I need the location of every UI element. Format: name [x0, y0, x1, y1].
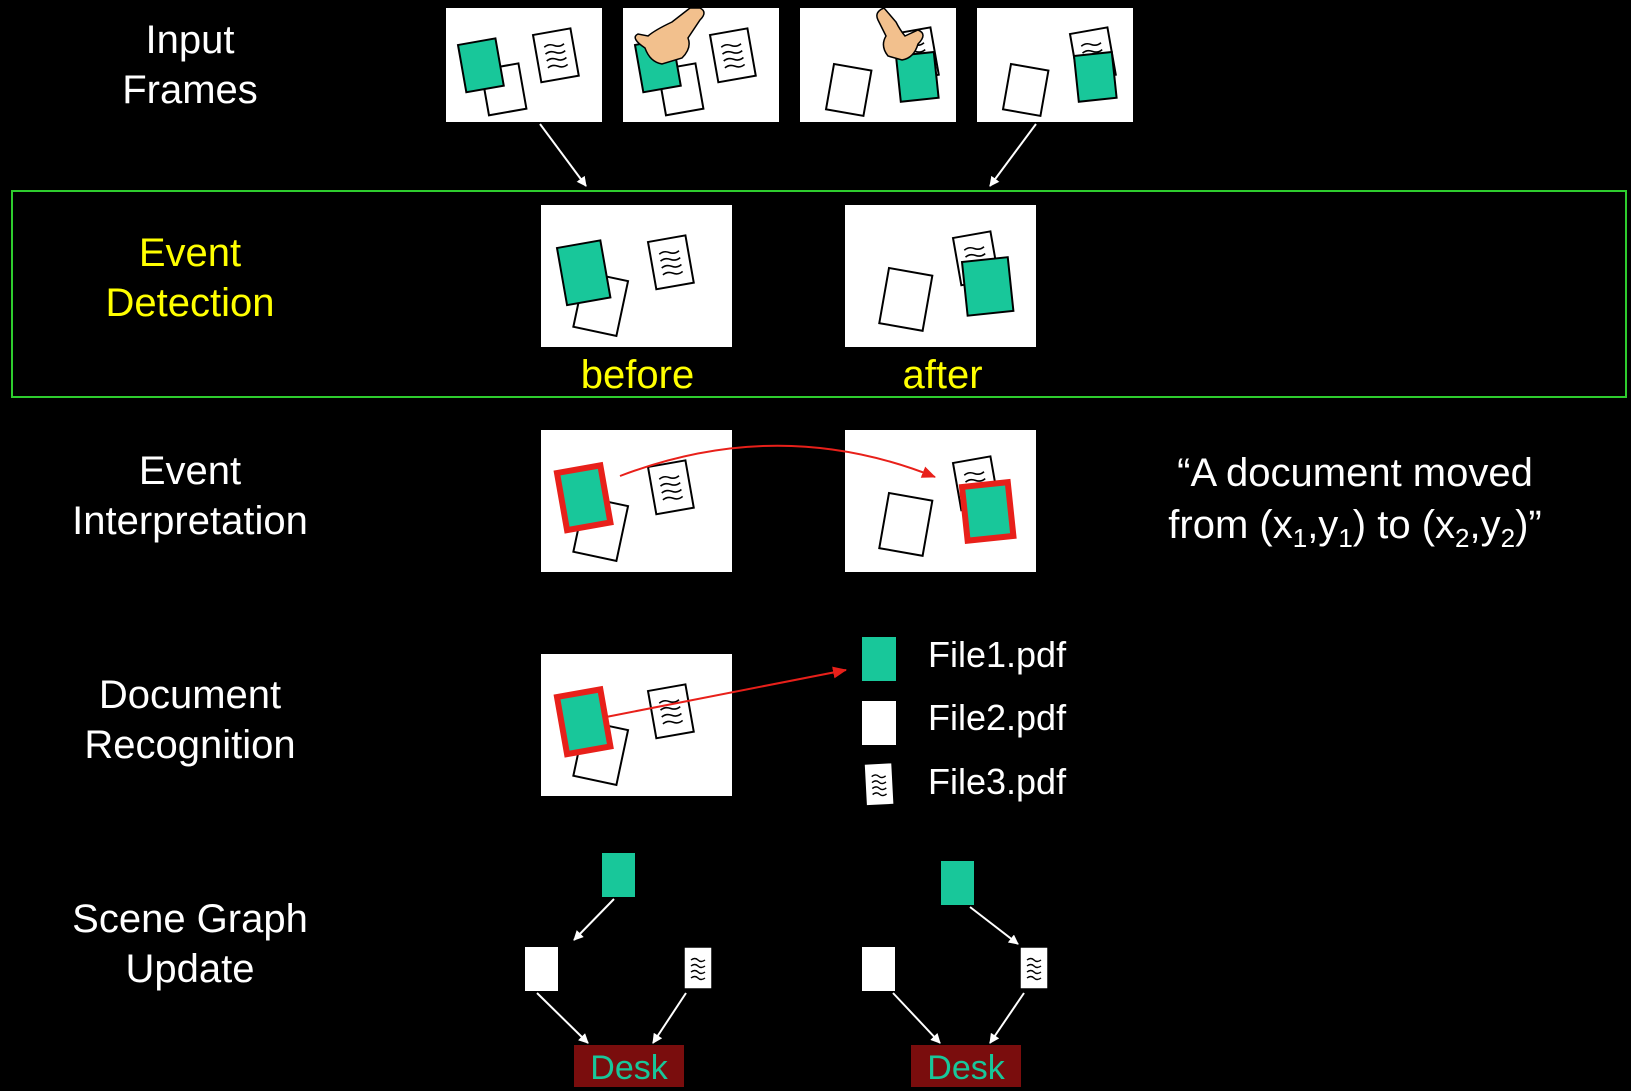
input-frame-4 — [977, 8, 1133, 122]
detection-after-panel — [845, 205, 1036, 347]
interpretation-before-panel — [541, 430, 732, 572]
stage-label-input-frames: Input Frames — [20, 15, 360, 115]
input-frame-1 — [446, 8, 602, 122]
stage-label-line: Recognition — [84, 723, 296, 767]
hand-icon — [876, 7, 924, 61]
file1-swatch — [862, 637, 896, 681]
stage-label-line: Event — [138, 231, 242, 275]
stage-label-line: Frames — [122, 68, 258, 112]
file2-swatch — [862, 701, 896, 745]
desk-node-before: Desk — [574, 1045, 684, 1087]
scene-graph-after — [862, 861, 1049, 1044]
interpretation-after-panel — [845, 430, 1036, 572]
graph-node-blank — [525, 947, 558, 991]
graph-node-blank — [862, 947, 895, 991]
stage-label-line: Document — [98, 673, 282, 717]
event-detection-box — [11, 190, 1627, 398]
graph-node-text — [1019, 946, 1049, 990]
file3-swatch — [863, 761, 895, 807]
legend-file3: File3.pdf — [928, 761, 1067, 802]
hand-icon — [634, 7, 705, 65]
stage-label-event-interpretation: Event Interpretation — [20, 446, 360, 546]
legend-file2: File2.pdf — [928, 697, 1067, 738]
stage-label-line: Event — [138, 449, 242, 493]
stage-label-document-recognition: Document Recognition — [20, 670, 360, 770]
scene-graph-before — [525, 853, 713, 1044]
input-frame-2 — [623, 7, 779, 122]
detection-before-panel — [541, 205, 732, 347]
graph-node-text — [683, 946, 713, 990]
legend-file1: File1.pdf — [928, 634, 1067, 675]
quote-line-1: “A document moved — [1177, 451, 1533, 495]
stage-label-line: Input — [145, 18, 235, 62]
stage-label-event-detection: Event Detection — [20, 228, 360, 328]
recognition-arrow — [605, 666, 847, 718]
caption-before: before — [580, 353, 695, 397]
desk-node-after: Desk — [911, 1045, 1021, 1087]
graph-node-green — [941, 861, 974, 905]
stage-label-line: Scene Graph — [72, 897, 308, 941]
quote-line-2: from (x1,y1) to (x2,y2)” — [1168, 503, 1542, 553]
interpretation-quote: “A document moved from (x1,y1) to (x2,y2… — [1120, 447, 1590, 564]
move-arrow — [619, 444, 936, 478]
stage-label-line: Interpretation — [72, 499, 308, 543]
stage-label-line: Detection — [105, 281, 275, 325]
stage-label-line: Update — [125, 947, 255, 991]
graph-node-green — [602, 853, 635, 897]
stage-label-scene-graph-update: Scene Graph Update — [20, 894, 360, 994]
recognition-panel — [541, 654, 732, 796]
input-frame-3 — [800, 7, 956, 122]
caption-after: after — [902, 353, 983, 397]
